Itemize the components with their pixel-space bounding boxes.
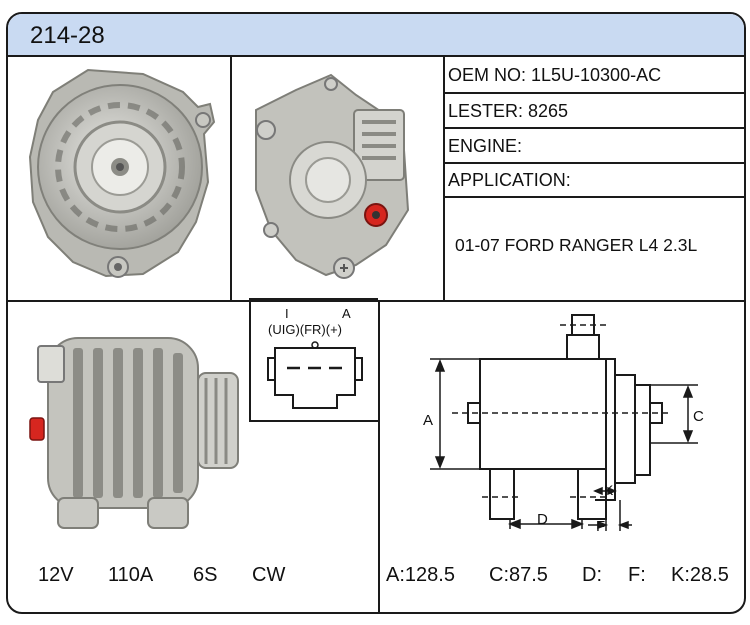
info-divider-2 [443,127,744,129]
spec-dim-c: C:87.5 [489,564,548,586]
dimension-drawing [430,314,698,531]
info-divider-4 [443,196,744,198]
lester-number: LESTER: 8265 [448,101,569,121]
alternator-rear-photo [255,73,410,279]
info-divider-1 [443,92,744,94]
spec-rotation: CW [252,564,286,586]
alternator-side-photo [29,337,239,529]
spec-pulley: 6S [193,564,218,586]
oem-number: OEM NO: 1L5U-10300-AC [448,65,662,85]
engine-label: ENGINE: [448,136,523,156]
connector-plug-icon [267,341,363,409]
spec-dim-d: D: [582,564,602,586]
alternator-front-photo [28,68,216,278]
dimension-label-k: K [604,482,614,498]
info-divider-3 [443,162,744,164]
spec-dim-a: A:128.5 [386,564,455,586]
dimension-label-d: D [537,511,548,528]
connector-panel [249,298,378,422]
application-label: APPLICATION: [448,170,571,190]
spec-dim-k: K:28.5 [671,564,729,586]
spec-amperage: 110A [108,564,154,586]
spec-voltage: 12V [38,564,74,586]
connector-pins-label: (UIG)(FR)(+) [268,322,343,337]
divider-v3 [378,300,380,612]
application-value: 01-07 FORD RANGER L4 2.3L [455,235,698,255]
dimension-label-c: C [693,408,704,425]
divider-v1 [230,55,232,301]
divider-h-mid [8,300,744,302]
header-bar: 214-28 [8,14,744,57]
dimension-label-a: A [423,412,434,429]
spec-dim-f: F: [628,564,646,586]
divider-v2 [443,55,445,301]
connector-pin-label-a: A [342,306,351,321]
part-number: 214-28 [30,22,105,49]
connector-pin-label-i: I [285,306,289,321]
dimension-label-f: F [596,518,606,535]
